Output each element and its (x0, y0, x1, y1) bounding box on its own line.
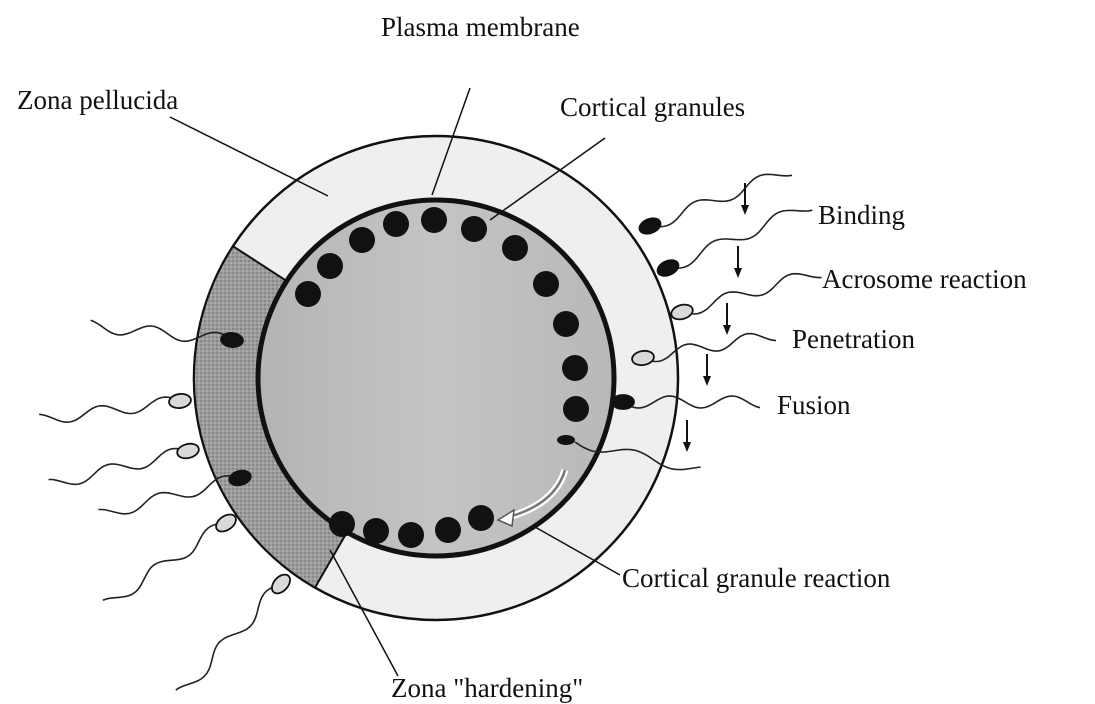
sperm-head (176, 442, 201, 461)
sperm-head (268, 571, 293, 597)
sperm-tail (39, 397, 180, 422)
cortical-granule (562, 355, 588, 381)
label-zona-pellucida: Zona pellucida (17, 87, 178, 114)
cortical-granule (317, 253, 343, 279)
label-zona-hardening: Zona "hardening" (391, 675, 583, 702)
cortical-granule (553, 311, 579, 337)
cortical-granule (533, 271, 559, 297)
label-penetration: Penetration (792, 326, 915, 353)
label-binding: Binding (818, 202, 905, 229)
label-fusion: Fusion (777, 392, 851, 419)
cortical-granule (461, 216, 487, 242)
label-cortical-granule-reaction: Cortical granule reaction (622, 565, 890, 592)
sperm-tail (49, 449, 188, 485)
label-cortical-granules: Cortical granules (560, 94, 745, 121)
sperm-head (612, 395, 634, 409)
plasma-membrane (258, 200, 614, 556)
cortical-granule (363, 518, 389, 544)
label-plasma-membrane: Plasma membrane (381, 14, 580, 41)
sperm-tail (682, 274, 822, 314)
leader-zona-pellucida (170, 117, 328, 196)
sequence-arrowhead (734, 268, 742, 278)
sperm-head (637, 215, 663, 236)
sperm-head (669, 302, 694, 322)
sperm-tail (103, 523, 226, 600)
sequence-arrowhead (723, 325, 731, 335)
sperm-tail (176, 584, 281, 690)
cortical-granule (502, 235, 528, 261)
sperm-head (655, 257, 681, 279)
cortical-granule (349, 227, 375, 253)
sequence-arrowhead (741, 205, 749, 215)
cortical-granule (468, 505, 494, 531)
cortical-granule (563, 396, 589, 422)
cortical-granule (435, 517, 461, 543)
cortical-granule (398, 522, 424, 548)
sequence-arrowhead (683, 442, 691, 452)
cortical-granule (421, 207, 447, 233)
sequence-arrowhead (703, 376, 711, 386)
sperm-tail (668, 210, 812, 268)
sequence-arrows (683, 183, 749, 452)
fusing-sperm-head (557, 435, 575, 445)
label-acrosome-reaction: Acrosome reaction (822, 266, 1027, 293)
cortical-granule (383, 211, 409, 237)
cortical-granule (295, 281, 321, 307)
sperm-head (168, 393, 192, 410)
cortical-granule (329, 511, 355, 537)
